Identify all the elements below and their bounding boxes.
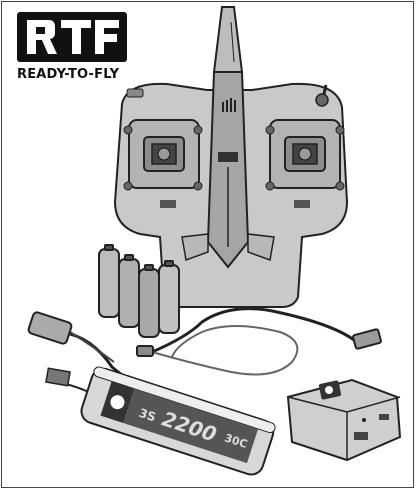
lipo-battery-icon: 2200 3S 30C <box>27 311 276 476</box>
rtf-badge: READY-TO-FLY <box>17 12 127 82</box>
transmitter-icon <box>113 6 349 308</box>
rtf-subtitle: READY-TO-FLY <box>17 67 120 82</box>
usb-charger-icon <box>286 378 402 462</box>
usb-cable-icon <box>136 307 382 376</box>
aa-batteries-icon <box>98 244 180 338</box>
rtf-logo <box>17 12 127 62</box>
battery-cells: 3S <box>137 406 157 425</box>
